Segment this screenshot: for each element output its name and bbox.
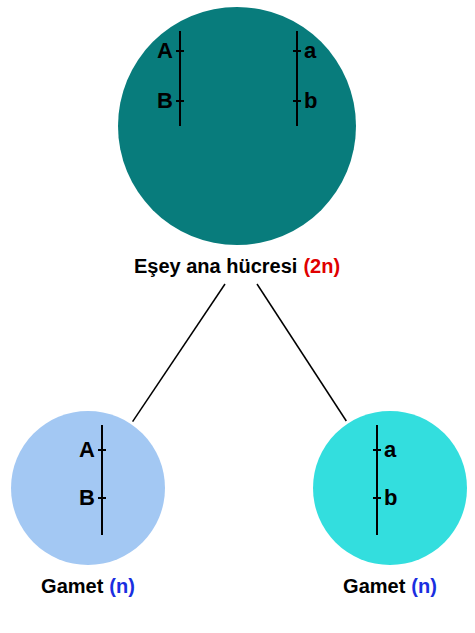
- gene-locus-mark: [293, 100, 301, 102]
- allele-letter: b: [304, 90, 317, 112]
- cell-name: Eşey ana hücresi: [134, 255, 297, 277]
- ploidy-label: (n): [109, 575, 135, 597]
- gene-locus-mark: [98, 449, 106, 451]
- cell-outline: [117, 6, 357, 246]
- cell-body: [118, 7, 356, 245]
- division-line: [257, 284, 346, 421]
- cell-name: Gamet: [343, 575, 405, 597]
- chromosome-line: [376, 425, 378, 535]
- gene-locus-mark: [176, 50, 184, 52]
- gene-locus-mark: [176, 100, 184, 102]
- allele-letter: A: [79, 439, 95, 461]
- cell-caption: Gamet (n): [343, 574, 437, 598]
- gamete-circle: a bGamet (n): [312, 410, 468, 598]
- allele-letter: a: [304, 40, 316, 62]
- cell-body: [313, 411, 467, 565]
- ploidy-label: (n): [411, 575, 437, 597]
- allele-letter: B: [157, 90, 173, 112]
- mother-cell-circle: A Ba bEşey ana hücresi (2n): [117, 6, 357, 278]
- allele-letter: A: [157, 40, 173, 62]
- cell-caption: Eşey ana hücresi (2n): [134, 254, 340, 278]
- allele-letter: a: [384, 439, 396, 461]
- allele-letter: B: [79, 487, 95, 509]
- gene-locus-mark: [98, 497, 106, 499]
- chromosome-line: [179, 31, 181, 126]
- allele-letter: b: [384, 487, 397, 509]
- chromosome-line: [296, 31, 298, 126]
- division-line: [133, 284, 225, 422]
- cell-name: Gamet: [41, 575, 103, 597]
- ploidy-label: (2n): [303, 255, 340, 277]
- gamete-circle: A B Gamet (n): [10, 410, 166, 598]
- gene-locus-mark: [293, 50, 301, 52]
- gene-locus-mark: [373, 497, 381, 499]
- chromosome-line: [101, 425, 103, 535]
- cell-caption: Gamet (n): [41, 574, 135, 598]
- gene-locus-mark: [373, 449, 381, 451]
- cell-body: [11, 411, 165, 565]
